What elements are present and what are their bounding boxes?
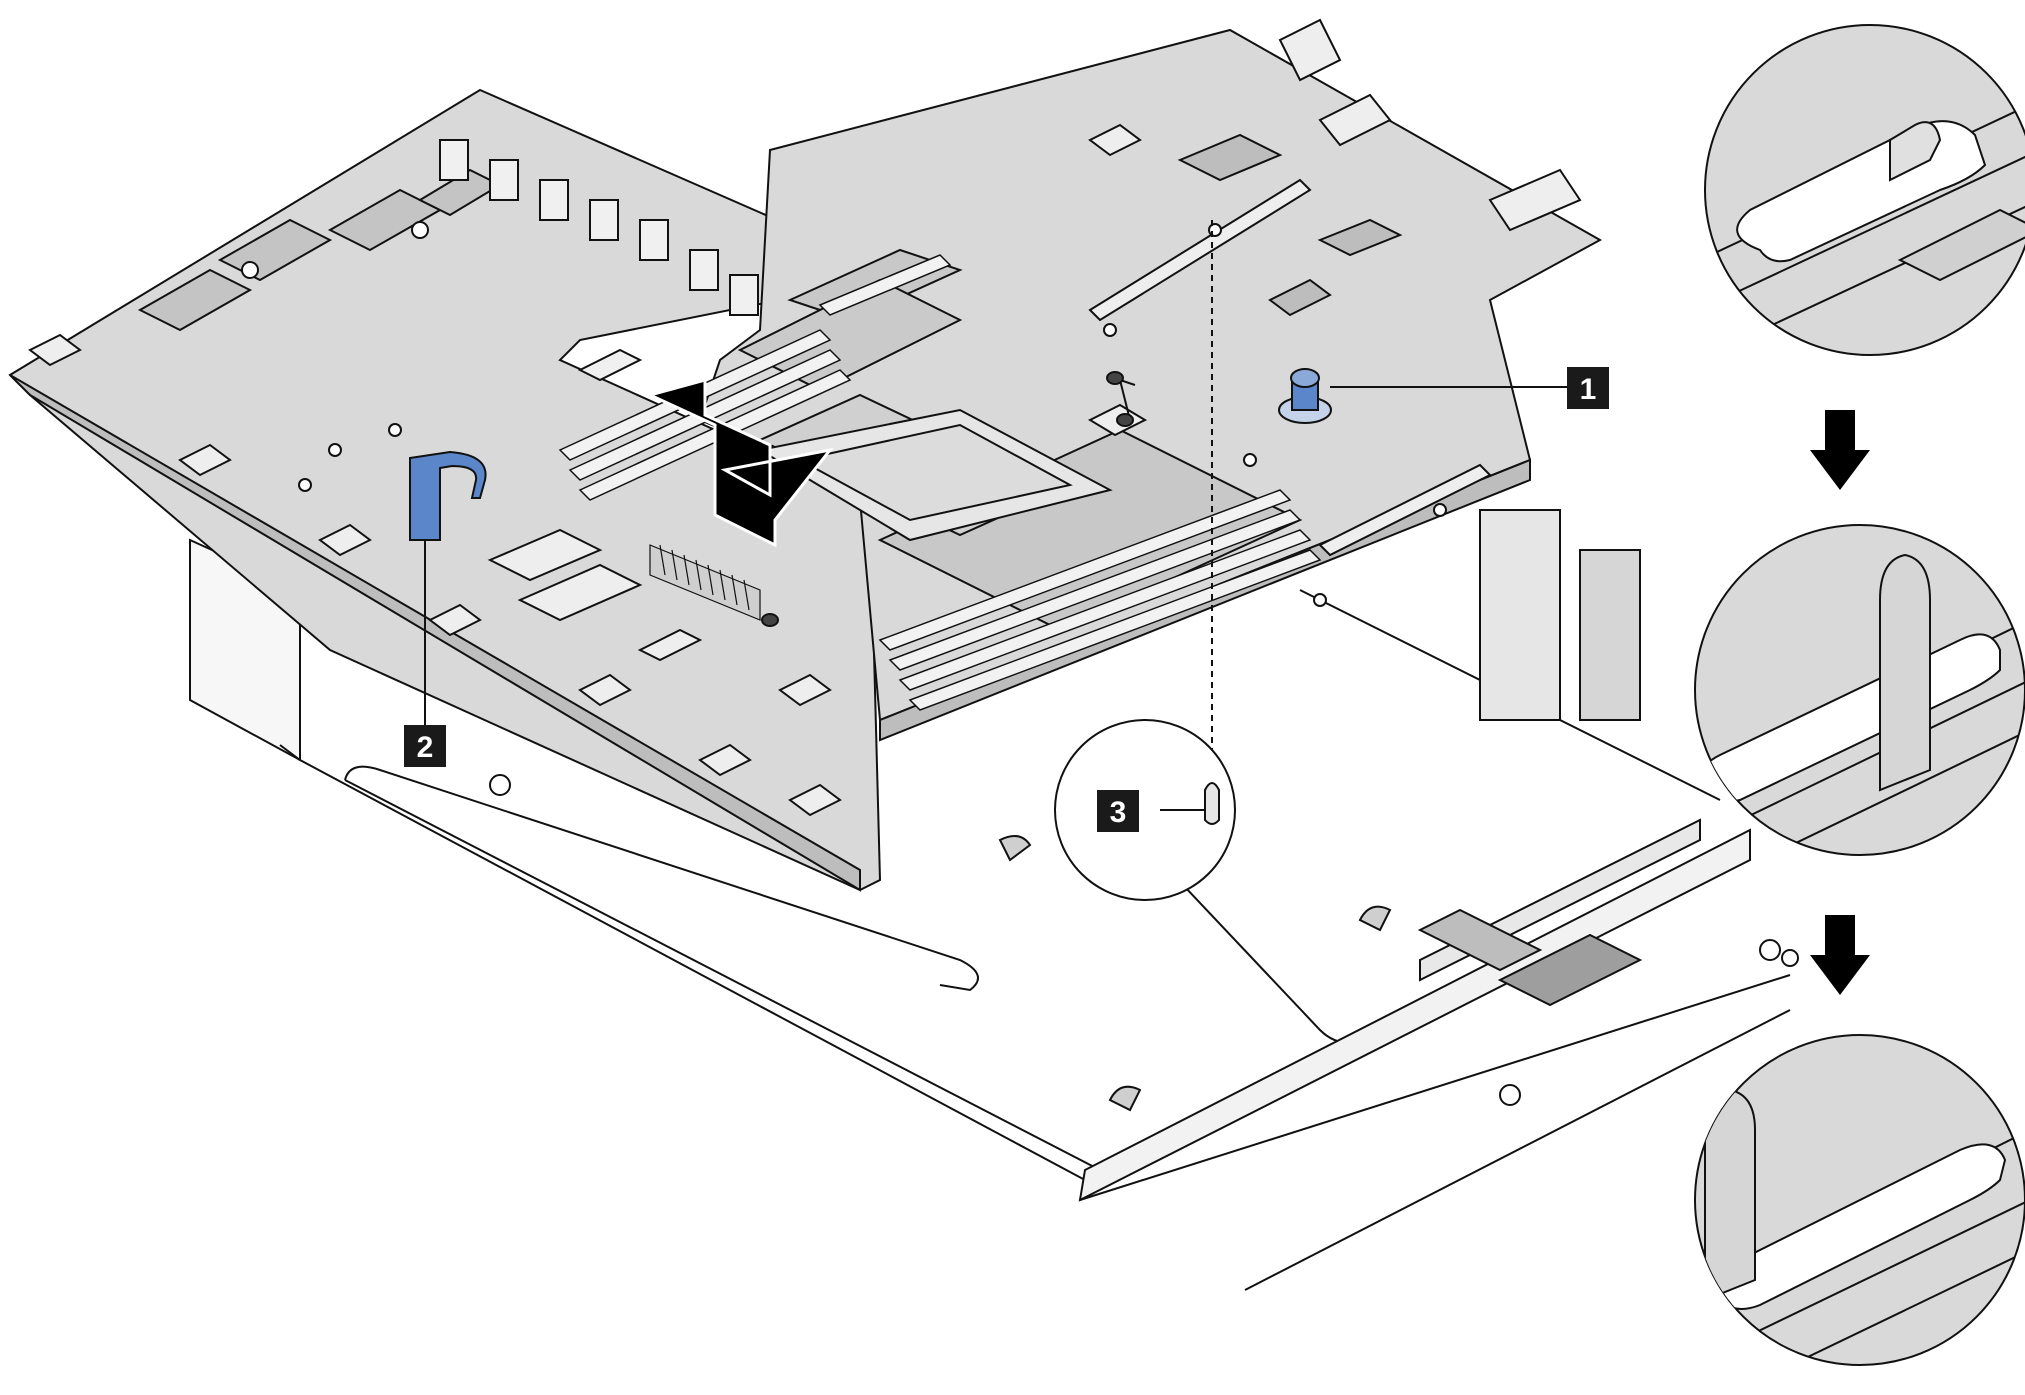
move-direction-arrow [645, 378, 834, 548]
svg-text:3: 3 [1110, 796, 1127, 829]
detail-circle-bottom [1694, 1034, 2025, 1366]
plunger-icon [1278, 368, 1332, 424]
callout-3: 3 [1097, 790, 1139, 832]
guide-pin-icon [1204, 782, 1220, 825]
svg-text:2: 2 [417, 731, 434, 764]
svg-text:1: 1 [1580, 373, 1597, 406]
down-arrow-icon [1810, 410, 1870, 490]
callout-1: 1 [1567, 367, 1609, 409]
callout-2: 2 [404, 725, 446, 767]
detail-circle-top [1704, 24, 2025, 356]
vrm-heatsink [649, 544, 761, 621]
processor-socket [757, 408, 1113, 542]
detail-circle-middle [1694, 524, 2025, 856]
lift-handle-icon [409, 450, 487, 541]
down-arrow-icon [1810, 915, 1870, 995]
left-board [8, 88, 882, 892]
guide-pin-magnifier [1054, 719, 1236, 901]
